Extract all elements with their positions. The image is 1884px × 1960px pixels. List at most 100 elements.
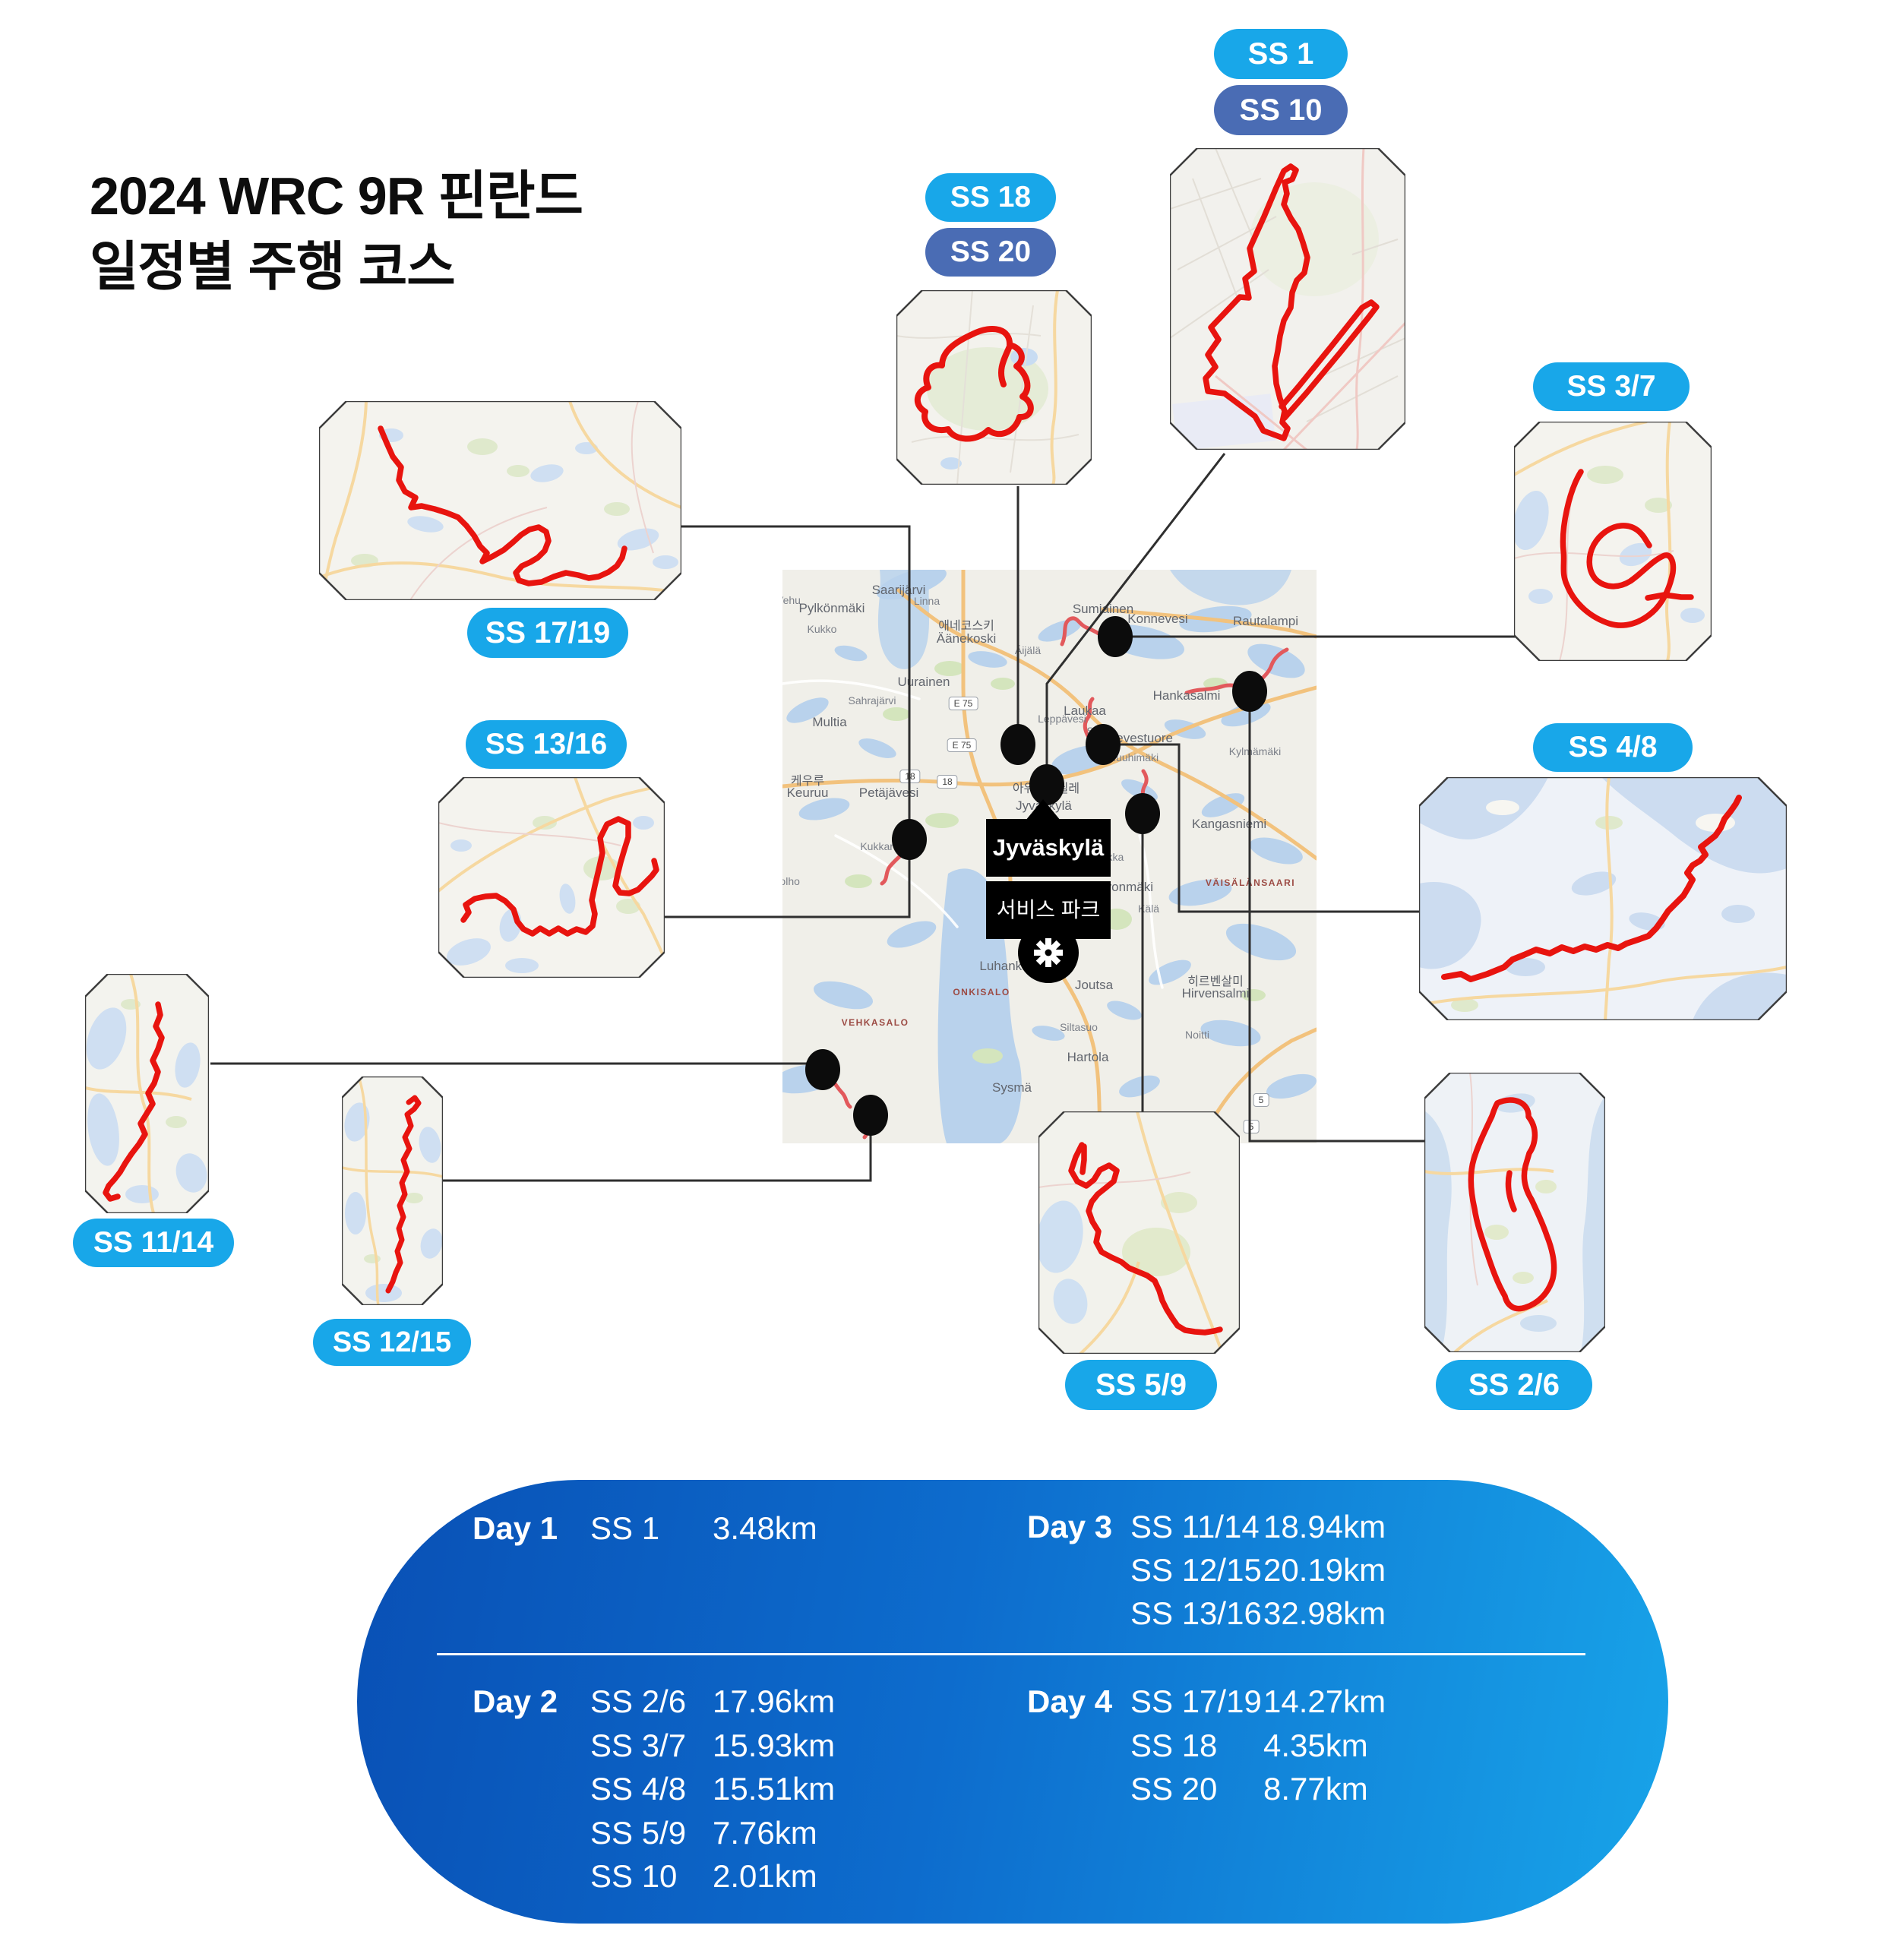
road-shield: 18 — [899, 770, 921, 783]
day2-stage-3: SS 5/9 — [590, 1815, 687, 1851]
inset-map-ss3-7 — [1514, 422, 1712, 661]
badge-ss18: SS 18 — [925, 173, 1056, 222]
day2-label: Day 2 — [473, 1683, 558, 1719]
badge-ss17-19: SS 17/19 — [467, 608, 628, 658]
badge-ss10: SS 10 — [1214, 85, 1348, 135]
day4-dist-2: 8.77km — [1263, 1771, 1368, 1807]
gear-icon — [1034, 938, 1063, 967]
map-place-label: Äijälä — [1014, 644, 1042, 656]
schedule-divider — [437, 1653, 1585, 1655]
badge-ss1: SS 1 — [1214, 29, 1348, 79]
map-place-label: Sahrajärvi — [848, 694, 896, 707]
day2-dist-0: 17.96km — [713, 1683, 836, 1719]
map-place-label: VEHKASALO — [841, 1017, 909, 1028]
map-place-label: Kangasniemi — [1191, 817, 1267, 831]
day3-stage-2: SS 13/16 — [1130, 1595, 1262, 1631]
day4-dist-1: 4.35km — [1263, 1728, 1368, 1763]
map-place-label: Vehu — [782, 594, 801, 606]
day4-label: Day 4 — [1027, 1683, 1113, 1719]
route-ss4-8 — [1441, 795, 1742, 982]
map-place-label: 히르벤살미 — [1187, 975, 1244, 988]
route-ss17-19 — [378, 425, 627, 586]
map-place-label: Hankasalmi — [1152, 688, 1221, 703]
badge-ss11-14: SS 11/14 — [73, 1219, 234, 1267]
day2-dist-1: 15.93km — [713, 1728, 836, 1763]
map-place-label: Leppävesi — [1038, 713, 1086, 725]
map-place-label: Äänekoski — [936, 631, 997, 646]
map-place-label: Kukko — [807, 623, 837, 635]
map-place-label: Pylkönmäki — [798, 601, 865, 615]
callout-city-label: Jyväskylä — [986, 819, 1111, 877]
map-place-label: 아위베스퀼레 — [1012, 782, 1080, 795]
inset-map-ss13-16 — [438, 777, 665, 978]
schedule-panel: Day 1 SS 1 3.48km Day 3 SS 11/14 18.94km… — [357, 1480, 1668, 1924]
map-place-label: Luhanka — [979, 959, 1029, 973]
map-place-label: Multia — [812, 715, 847, 729]
map-place-label: Hirvensalmi — [1181, 986, 1250, 1001]
day1-dist-0: 3.48km — [713, 1510, 817, 1546]
badge-ss2-6: SS 2/6 — [1436, 1360, 1592, 1410]
inset-connector-line — [210, 1062, 824, 1067]
day3-dist-1: 20.19km — [1263, 1552, 1386, 1588]
callout-arrow — [1026, 799, 1061, 820]
map-place-label: ONKISALO — [953, 987, 1010, 997]
day4-dist-0: 14.27km — [1263, 1683, 1386, 1719]
route-ss2-6 — [1468, 1097, 1557, 1312]
road-shield: 18 — [937, 775, 958, 789]
day2-dist-2: 15.51km — [713, 1771, 836, 1807]
route-ss13-16 — [460, 816, 659, 937]
map-place-label: Sysmä — [992, 1080, 1032, 1095]
map-place-label: Petäjävesi — [858, 786, 919, 800]
day3-dist-2: 32.98km — [1263, 1595, 1386, 1631]
day3-label: Day 3 — [1027, 1509, 1113, 1544]
road-shield: 5 — [1243, 1120, 1260, 1133]
map-place-label: VÄISÄLÄNSAARI — [1205, 877, 1296, 888]
map-place-label: Lievestuore — [1106, 731, 1173, 745]
day1-stage-0: SS 1 — [590, 1510, 660, 1546]
route-ss3-7 — [1560, 469, 1694, 628]
day2-stage-2: SS 4/8 — [590, 1771, 687, 1807]
day4-stage-1: SS 18 — [1130, 1728, 1218, 1763]
badge-ss5-9: SS 5/9 — [1065, 1360, 1217, 1410]
map-place-label: 애네코스키 — [938, 620, 994, 633]
inset-map-ss18-ss20 — [896, 290, 1092, 485]
map-place-label: Keuruu — [786, 786, 829, 800]
route-ss18-ss20 — [915, 325, 1034, 442]
map-place-label: Sumiainen — [1072, 602, 1134, 616]
service-park-marker — [1018, 922, 1079, 983]
inset-map-ss4-8 — [1419, 777, 1787, 1020]
map-place-label: Kylmämäki — [1228, 745, 1282, 757]
day2-stage-1: SS 3/7 — [590, 1728, 687, 1763]
day1-label: Day 1 — [473, 1510, 558, 1546]
route-ss1-ss10 — [1203, 163, 1380, 441]
route-ss11-14 — [103, 1001, 165, 1202]
badge-ss20: SS 20 — [925, 228, 1056, 277]
map-place-label: Ruuhimäki — [1108, 751, 1159, 763]
route-ss5-9 — [1068, 1142, 1223, 1336]
road-shield: E 75 — [948, 697, 978, 710]
day4-stage-2: SS 20 — [1130, 1771, 1218, 1807]
page-title: 2024 WRC 9R 핀란드 일정별 주행 코스 — [90, 161, 583, 302]
map-place-label: Kukkaro — [860, 840, 899, 852]
badge-ss13-16: SS 13/16 — [466, 720, 627, 769]
map-place-label: Konnevesi — [1127, 612, 1188, 626]
inset-map-ss11-14 — [85, 974, 209, 1213]
inset-map-ss17-19 — [319, 401, 681, 600]
route-ss12-15 — [385, 1095, 422, 1294]
badge-ss12-15: SS 12/15 — [313, 1319, 471, 1366]
map-place-label: Kälä — [1137, 903, 1160, 915]
badge-ss4-8: SS 4/8 — [1533, 723, 1693, 772]
day2-dist-4: 2.01km — [713, 1858, 817, 1894]
map-place-label: Kolho — [782, 875, 800, 887]
day2-stage-0: SS 2/6 — [590, 1683, 687, 1719]
road-shield: 5 — [1253, 1093, 1269, 1107]
day3-dist-0: 18.94km — [1263, 1509, 1386, 1544]
map-place-label: Hartola — [1067, 1050, 1109, 1064]
inset-map-ss1-ss10 — [1170, 148, 1405, 450]
map-place-label: Noitti — [1185, 1029, 1209, 1041]
day3-stage-1: SS 12/15 — [1130, 1552, 1262, 1588]
map-place-label: Linna — [913, 595, 940, 607]
inset-map-ss2-6 — [1424, 1073, 1605, 1352]
title-line-1: 2024 WRC 9R 핀란드 — [90, 166, 583, 226]
